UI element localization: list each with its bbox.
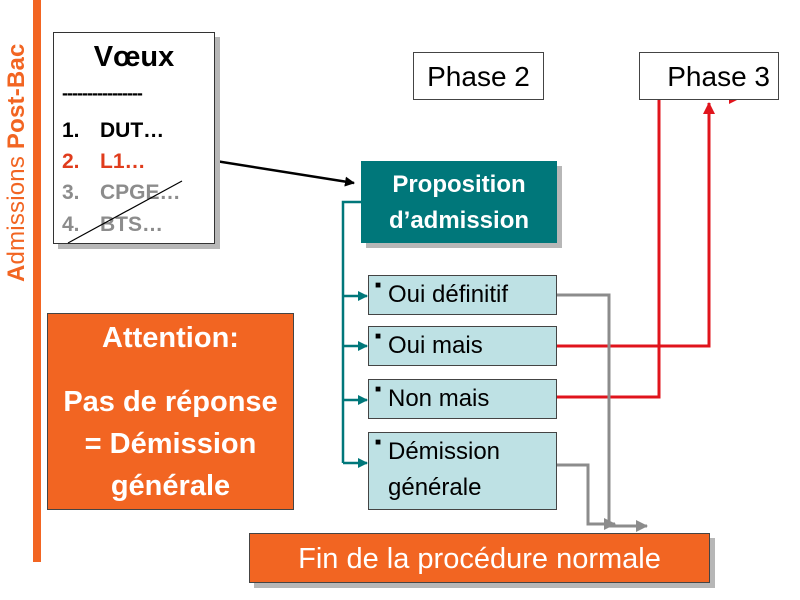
voeux-divider: ---------------- (62, 83, 143, 103)
proposition-line1: Proposition (392, 171, 526, 198)
red-arrow-oui-mais-to-phase3 (557, 102, 715, 348)
voeux-item-3: 3. CPGE… (62, 181, 181, 205)
choice-oui-definitif: ■ Oui définitif (368, 275, 557, 315)
voeux-item-number: 4. (62, 213, 80, 236)
voeux-list-box: Vœux ---------------- 1. DUT… 2. L1… 3. CPG… (53, 32, 215, 244)
bullet-icon: ■ (375, 331, 382, 342)
attention-title: Attention: (102, 322, 239, 354)
phase2-box: Phase 2 (413, 52, 544, 100)
voeux-title: Vœux (93, 41, 175, 73)
voeux-item-label: L1… (100, 150, 146, 173)
bullet-icon: ■ (375, 384, 382, 395)
attention-box: Attention: Pas de réponse = Démission gé… (47, 313, 294, 510)
teal-trunk (341, 200, 362, 463)
fin-procedure-box: Fin de la procédure normale (249, 533, 710, 583)
choice-demission-generale: ■ Démission générale (368, 432, 557, 510)
voeux-item-number: 2. (62, 150, 80, 173)
choice-label-line1: Démission (388, 438, 501, 465)
voeux-item-label: BTS… (100, 213, 163, 236)
voeux-item-label: DUT… (100, 119, 165, 142)
red-arrow-non-mais-to-phase3 (557, 92, 741, 399)
bullet-icon: ■ (375, 437, 382, 448)
attention-line3: générale (110, 470, 231, 502)
attention-line1: Pas de réponse (63, 386, 278, 418)
gray-arrow-demission-to-fin (557, 463, 616, 530)
gray-arrow-oui-definitif-to-fin (557, 293, 648, 532)
choice-label: Non mais (388, 385, 490, 412)
voeux-item-number: 1. (62, 119, 80, 142)
choice-label: Oui mais (388, 332, 483, 359)
voeux-item-2: 2. L1… (62, 150, 146, 174)
phase3-box: Phase 3 (639, 52, 779, 100)
voeux-item-1: 1. DUT… (62, 119, 164, 143)
attention-line2: = Démission (84, 428, 257, 460)
voeux-item-label: CPGE… (100, 181, 181, 204)
strike-through-line (67, 180, 183, 244)
voeux-item-number: 3. (62, 181, 80, 204)
choice-non-mais: ■ Non mais (368, 379, 557, 419)
proposition-box: Proposition d’admission (361, 161, 557, 243)
bullet-icon: ■ (375, 280, 382, 291)
voeux-item-4: 4. BTS… (62, 213, 163, 237)
choice-label: Oui définitif (388, 281, 509, 308)
choice-oui-mais: ■ Oui mais (368, 326, 557, 366)
proposition-line2: d’admission (388, 207, 530, 234)
sidebar-accent-bar (33, 0, 41, 562)
choice-label-line2: générale (388, 474, 482, 501)
